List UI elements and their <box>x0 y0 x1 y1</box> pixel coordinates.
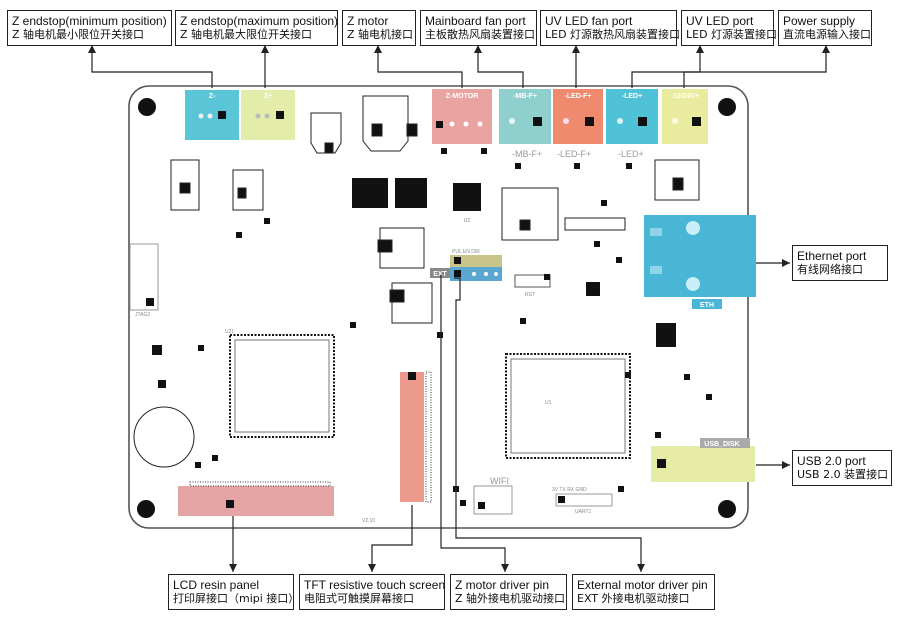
callout-power-en: Power supply <box>783 14 856 28</box>
callout-ext-driver-zh: EXT 外接电机驱动接口 <box>577 592 690 605</box>
mount-hole-bl <box>137 500 155 518</box>
rst-label: RST <box>525 292 535 298</box>
callout-z-driver-zh: Z 轴外接电机驱动接口 <box>455 592 566 605</box>
callout-z-driver-en: Z motor driver pin <box>455 578 550 592</box>
callout-mainboard-fan: Mainboard fan port 主板散热风扇装置接口 <box>420 10 537 46</box>
passive-components <box>133 95 700 468</box>
u21-label: U21 <box>225 329 234 335</box>
callout-uv-fan-en: UV LED fan port <box>545 14 633 28</box>
ext-label: EXT <box>433 271 447 278</box>
lcd-fpc-connector <box>178 486 334 516</box>
callout-lcd: LCD resin panel 打印屏接口（mipi 接口） <box>168 574 300 610</box>
callout-z-max-en: Z endstop(maximum position) <box>180 14 339 28</box>
uart-header <box>555 493 613 507</box>
callout-lcd-en: LCD resin panel <box>173 578 260 592</box>
u2-label: U2 <box>464 218 471 224</box>
wifi-header <box>473 485 513 515</box>
mb-fan-connector: -MB-F+ <box>499 89 551 144</box>
ext-header-yellow <box>450 255 502 267</box>
callout-ext-driver: External motor driver pin EXT 外接电机驱动接口 <box>572 574 715 610</box>
callout-z-motor-zh: Z 轴电机接口 <box>347 28 414 41</box>
led-silk: -LED+ <box>618 149 644 159</box>
tft-fpc-connector <box>400 372 424 502</box>
z-motor-label: Z-MOTOR <box>446 93 479 100</box>
eth-tag: ETH <box>700 302 714 309</box>
callout-uv-led-en: UV LED port <box>686 14 754 28</box>
led-label: -LED+ <box>622 93 642 100</box>
callout-ethernet: Ethernet port 有线网络接口 <box>792 245 888 281</box>
callout-z-endstop-max: Z endstop(maximum position) Z 轴电机最大限位开关接… <box>175 10 338 46</box>
callout-usb-zh: USB 2.0 装置接口 <box>797 468 889 481</box>
usb-label: USB_DISK <box>704 441 739 448</box>
pul-en-dir-label: PUL EN DIR <box>452 249 480 255</box>
rst-button <box>514 274 551 288</box>
mount-hole-tr <box>718 98 736 116</box>
z-plus-label: Z+ <box>264 93 272 100</box>
callout-z-min-zh: Z 轴电机最小限位开关接口 <box>12 28 145 41</box>
callout-uv-led-fan: UV LED fan port LED 灯源散热风扇装置接口 <box>540 10 681 46</box>
small-smd-parts <box>152 148 712 506</box>
callout-mb-fan-zh: 主板散热风扇装置接口 <box>425 28 535 41</box>
chip-u2 <box>453 183 481 211</box>
wifi-label: WIFI <box>490 476 509 486</box>
ethernet-connector <box>644 215 756 297</box>
callout-tft: TFT resistive touch screen 电阻式可触摸屏幕接口 <box>299 574 445 610</box>
led-fan-silk: -LED-F+ <box>557 149 591 159</box>
callout-ethernet-zh: 有线网络接口 <box>797 263 863 276</box>
callout-usb: USB 2.0 port USB 2.0 装置接口 <box>792 450 892 486</box>
z-minus-label: Z- <box>209 93 216 100</box>
inductor-l8 <box>352 178 388 208</box>
u1-label: U1 <box>545 400 552 406</box>
callout-mb-fan-en: Mainboard fan port <box>425 14 526 28</box>
z-minus-connector: Z- <box>185 90 239 140</box>
mount-hole-tl <box>138 98 156 116</box>
version-label: V2.10 <box>362 518 375 524</box>
uart-pins-label: 3V TX RX GND <box>552 487 587 493</box>
callout-ethernet-en: Ethernet port <box>797 249 867 263</box>
uart-label: UART1 <box>575 509 592 515</box>
callout-tft-zh: 电阻式可触摸屏幕接口 <box>304 592 414 605</box>
callout-z-min-en: Z endstop(minimum position) <box>12 14 167 28</box>
mb-fan-label: -MB-F+ <box>513 93 537 100</box>
callout-uv-fan-zh: LED 灯源散热风扇装置接口 <box>545 28 681 41</box>
mount-hole-br <box>718 500 736 518</box>
callout-z-motor-en: Z motor <box>347 14 389 28</box>
callout-power-zh: 直流电源输入接口 <box>783 28 871 41</box>
led-fan-label: -LED-F+ <box>564 93 591 100</box>
callout-tft-en: TFT resistive touch screen <box>304 578 446 592</box>
z-motor-connector: Z-MOTOR <box>432 89 492 144</box>
usb-connector <box>651 446 755 482</box>
callout-z-motor: Z motor Z 轴电机接口 <box>342 10 416 46</box>
callout-lcd-zh: 打印屏接口（mipi 接口） <box>173 592 300 605</box>
arrow-heads <box>88 45 830 572</box>
callout-uv-led: UV LED port LED 灯源装置接口 <box>681 10 778 46</box>
power-connector: -12/24V+ <box>662 89 708 144</box>
inductor-l8b <box>395 178 427 208</box>
power-label: -12/24V+ <box>671 93 700 100</box>
jtag-header <box>129 243 159 311</box>
callout-ext-driver-en: External motor driver pin <box>577 578 708 592</box>
callout-power-supply: Power supply 直流电源输入接口 <box>778 10 872 46</box>
mb-fan-silk: -MB-F+ <box>512 149 542 159</box>
led-fan-connector: -LED-F+ <box>553 89 603 144</box>
callout-z-driver: Z motor driver pin Z 轴外接电机驱动接口 <box>450 574 567 610</box>
callout-z-endstop-min: Z endstop(minimum position) Z 轴电机最小限位开关接… <box>7 10 172 46</box>
callout-z-max-zh: Z 轴电机最大限位开关接口 <box>180 28 313 41</box>
callout-uv-led-zh: LED 灯源装置接口 <box>686 28 778 41</box>
led-connector: -LED+ <box>606 89 658 144</box>
jtag-label: JTAG2 <box>135 312 150 318</box>
callout-usb-en: USB 2.0 port <box>797 454 866 468</box>
z-plus-connector: Z+ <box>241 90 295 140</box>
